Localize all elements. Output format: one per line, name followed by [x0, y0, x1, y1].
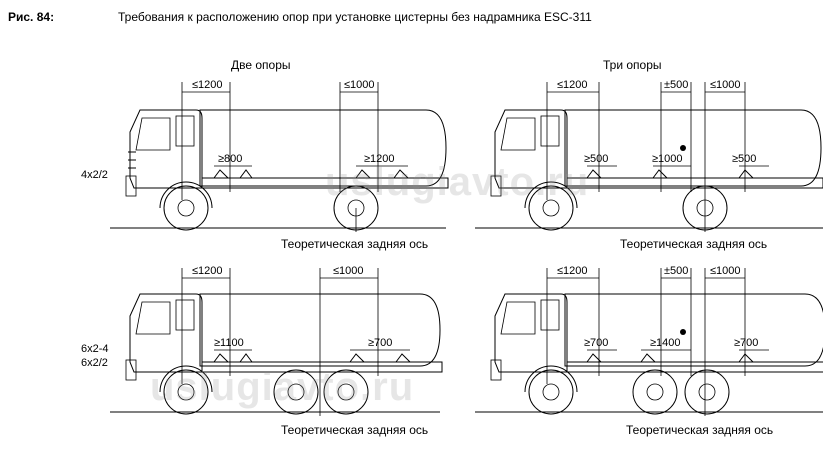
dim-tl-low-b: ≥1200 — [364, 153, 395, 165]
axis-label-tl: Теоретическая задняя ось — [281, 237, 429, 251]
dim-tr-top-c: ±500 — [664, 79, 689, 91]
dim-tr-low-a: ≥500 — [584, 153, 609, 165]
config-label-row1: 4x2/2 — [81, 169, 108, 181]
dim-tr-top-a: ≤1200 — [557, 79, 588, 91]
dim-tl-top-a: ≤1200 — [192, 79, 223, 91]
dim-tr-top-b: ≤1000 — [710, 79, 741, 91]
axis-label-tr: Теоретическая задняя ось — [620, 237, 768, 251]
column-title-two-supports: Две опоры — [231, 58, 291, 72]
column-title-three-supports: Три опоры — [603, 58, 662, 72]
dim-bl-low-a: ≥1100 — [214, 337, 244, 349]
figure-title: Требования к расположению опор при устан… — [118, 10, 592, 24]
config-label-row2b: 6x2/2 — [81, 357, 108, 369]
dim-bl-top-b: ≤1000 — [333, 265, 364, 277]
watermark-bottom: uslugiavto.ru — [150, 365, 415, 409]
figure-label: Рис. 84: — [8, 10, 55, 24]
dim-br-low-c: ≥1400 — [650, 337, 681, 349]
dim-br-top-a: ≤1200 — [557, 265, 588, 277]
dim-br-low-b: ≥700 — [734, 337, 759, 349]
dim-tl-top-b: ≤1000 — [344, 79, 375, 91]
config-label-row2a: 6x2-4 — [81, 343, 109, 355]
dim-tl-low-a: ≥800 — [218, 153, 243, 165]
watermark-top: uslugiavto.ru — [325, 160, 590, 204]
axis-label-bl: Теоретическая задняя ось — [281, 423, 429, 437]
axis-label-br: Теоретическая задняя ось — [626, 423, 774, 437]
dim-bl-low-b: ≥700 — [368, 337, 393, 349]
dim-tr-low-c: ≥1000 — [652, 153, 683, 165]
dim-tr-low-b: ≥500 — [732, 153, 757, 165]
dim-bl-top-a: ≤1200 — [192, 265, 223, 277]
dim-br-low-a: ≥700 — [584, 337, 609, 349]
dim-br-top-b: ≤1000 — [710, 265, 741, 277]
dim-br-top-c: ±500 — [664, 265, 689, 277]
